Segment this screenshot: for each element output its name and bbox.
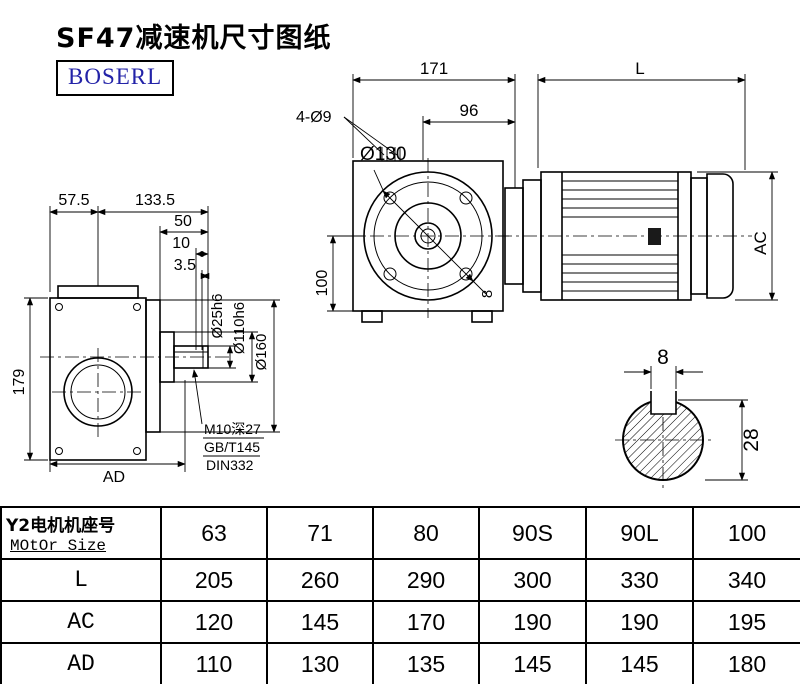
std-din-label: DIN332	[206, 457, 254, 473]
cell-AC-100: 195	[692, 600, 800, 644]
dim-10-label: 10	[172, 235, 190, 252]
flange-od-label: Ø160	[253, 334, 270, 371]
shaft-diameter-label: Ø25h6	[209, 293, 226, 338]
side-view: 179 57.5 133.5 50 10 3.5 AD	[11, 192, 280, 486]
cell-L-63: 205	[160, 558, 268, 602]
cell-L-80: 290	[372, 558, 480, 602]
cell-AC-71: 145	[266, 600, 374, 644]
cell-AC-90L: 190	[585, 600, 694, 644]
dim-179-label: 179	[11, 369, 28, 396]
dim-133-5-label: 133.5	[135, 192, 175, 209]
brand-logo: BOSERL	[56, 60, 175, 96]
front-key-label: 8	[479, 290, 496, 298]
dim-AD-label: AD	[103, 469, 125, 486]
motor-size-header-cell: Y2电机机座号 MOtOr Size	[0, 506, 162, 560]
dim-AC-label: AC	[751, 231, 770, 255]
size-90L: 90L	[585, 506, 694, 560]
fan-cowl	[706, 173, 734, 299]
motor-view: L AC	[498, 59, 778, 301]
cell-L-90L: 330	[585, 558, 694, 602]
terminal-block	[648, 228, 661, 245]
cell-AC-63: 120	[160, 600, 268, 644]
std-gb-label: GB/T145	[204, 439, 260, 455]
cell-AC-90S: 190	[478, 600, 587, 644]
row-label-AC: AC	[0, 600, 162, 644]
table-row-L: L 205 260 290 300 330 340	[0, 558, 800, 602]
key-width-label: 8	[657, 346, 669, 369]
dim-100-label: 100	[314, 270, 331, 297]
cell-AD-71: 130	[266, 642, 374, 684]
motor-frame-label-en: MOtOr Size	[10, 537, 107, 555]
row-label-AD: AD	[0, 642, 162, 684]
cell-AD-63: 110	[160, 642, 268, 684]
size-100: 100	[692, 506, 800, 560]
shaft-section-dia-label: 28	[740, 428, 763, 451]
size-63: 63	[160, 506, 268, 560]
output-bore	[63, 357, 133, 427]
cell-AC-80: 170	[372, 600, 480, 644]
cell-AD-90S: 145	[478, 642, 587, 684]
flange-diameter-label: Ø130	[360, 144, 406, 165]
holes-label: 4-Ø9	[296, 109, 332, 126]
foot-left	[361, 310, 383, 323]
front-view: 4-Ø9 Ø130 8 100 171 96	[296, 59, 516, 323]
hub-diameter-label: Ø110h6	[231, 302, 248, 354]
output-shaft	[173, 345, 209, 369]
cell-AD-80: 135	[372, 642, 480, 684]
cell-L-100: 340	[692, 558, 800, 602]
size-table: Y2电机机座号 MOtOr Size 63 71 80 90S 90L 100 …	[0, 506, 800, 684]
page-title: SF47减速机尺寸图纸	[56, 23, 332, 54]
dim-171-label: 171	[420, 59, 448, 78]
size-90S: 90S	[478, 506, 587, 560]
table-header-row: Y2电机机座号 MOtOr Size 63 71 80 90S 90L 100	[0, 506, 800, 560]
table-row-AC: AC 120 145 170 190 190 195	[0, 600, 800, 644]
size-80: 80	[372, 506, 480, 560]
dim-96-label: 96	[460, 101, 479, 120]
dim-L-label: L	[635, 59, 644, 78]
table-row-AD: AD 110 130 135 145 145 180	[0, 642, 800, 684]
output-flange-edge	[145, 299, 161, 433]
dim-57-5-label: 57.5	[58, 192, 89, 209]
dimension-drawing: 4-Ø9 Ø130 8 100 171 96	[11, 59, 778, 492]
motor-frame-label-cn: Y2电机机座号	[6, 516, 116, 536]
shaft-section: 8 28	[615, 346, 763, 492]
cell-AD-90L: 145	[585, 642, 694, 684]
size-71: 71	[266, 506, 374, 560]
foot-right	[471, 310, 493, 323]
dim-3-5-label: 3.5	[174, 257, 196, 274]
cell-L-71: 260	[266, 558, 374, 602]
motor-fins	[562, 180, 678, 292]
row-label-L: L	[0, 558, 162, 602]
tap-note-label: M10深27	[204, 421, 261, 437]
cell-AD-100: 180	[692, 642, 800, 684]
cell-L-90S: 300	[478, 558, 587, 602]
keyway-notch	[650, 391, 677, 415]
dim-50-label: 50	[174, 213, 192, 230]
